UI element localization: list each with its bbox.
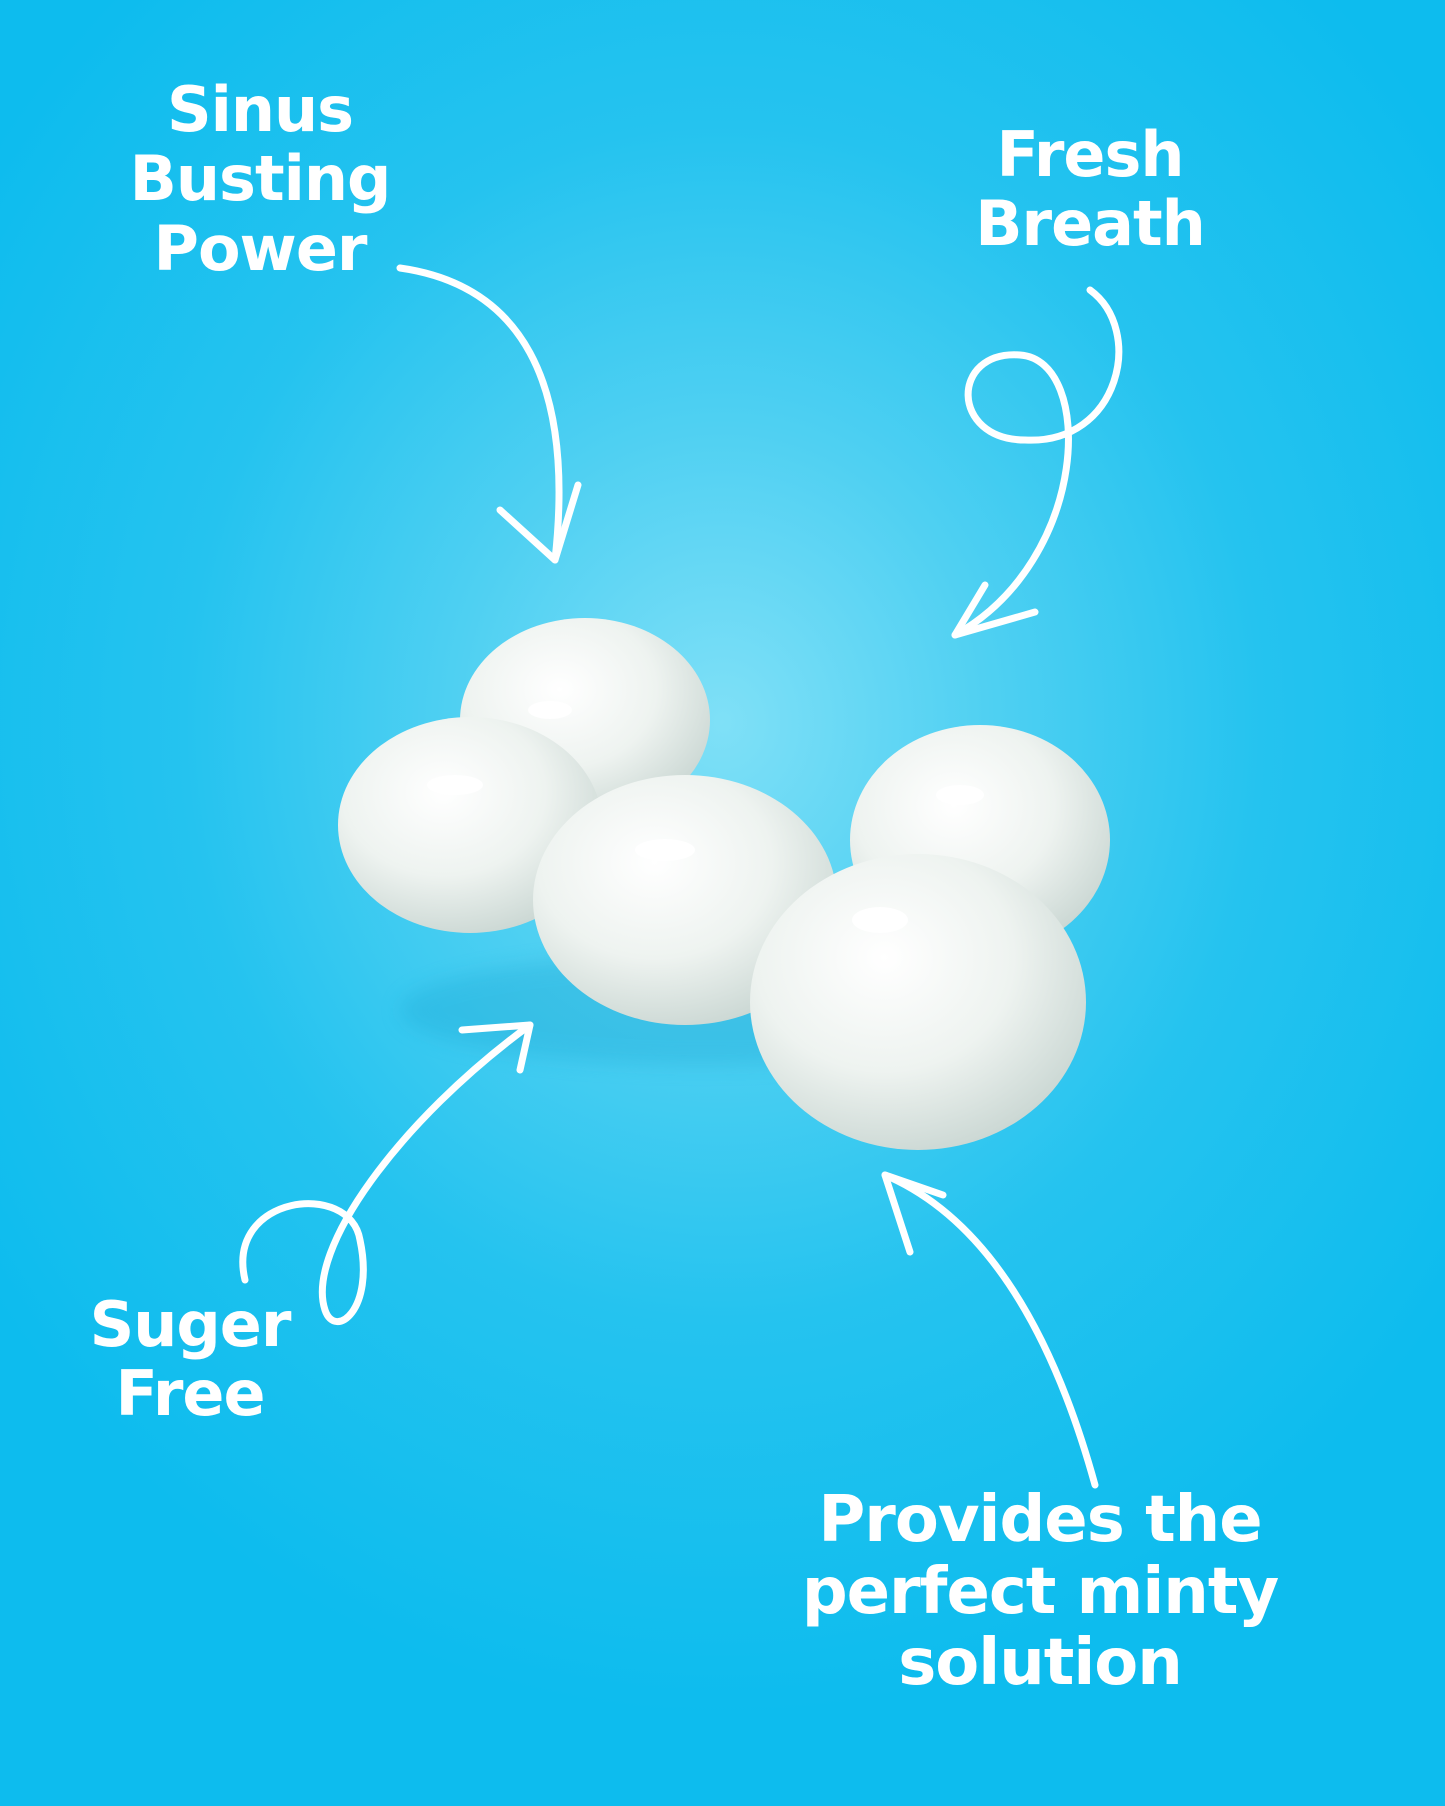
callout-minty-solution: Provides the perfect minty solution (760, 1483, 1320, 1701)
callout-line: Provides the (818, 1483, 1262, 1557)
callout-line: Breath (975, 187, 1206, 261)
callout-line: Free (115, 1357, 265, 1431)
callout-suger-free: Suger Free (40, 1290, 340, 1429)
mint-candy-icon (750, 854, 1086, 1150)
callout-line: Suger (89, 1288, 292, 1361)
callout-line: Busting (129, 142, 392, 216)
callout-line: solution (898, 1626, 1183, 1701)
callout-line: Sinus (166, 73, 354, 146)
callout-sinus-busting-power: Sinus Busting Power (90, 73, 430, 285)
callout-line: perfect minty (801, 1554, 1279, 1629)
callout-line: Power (153, 211, 368, 285)
callout-line: Fresh (996, 118, 1184, 191)
callout-fresh-breath: Fresh Breath (940, 120, 1240, 259)
